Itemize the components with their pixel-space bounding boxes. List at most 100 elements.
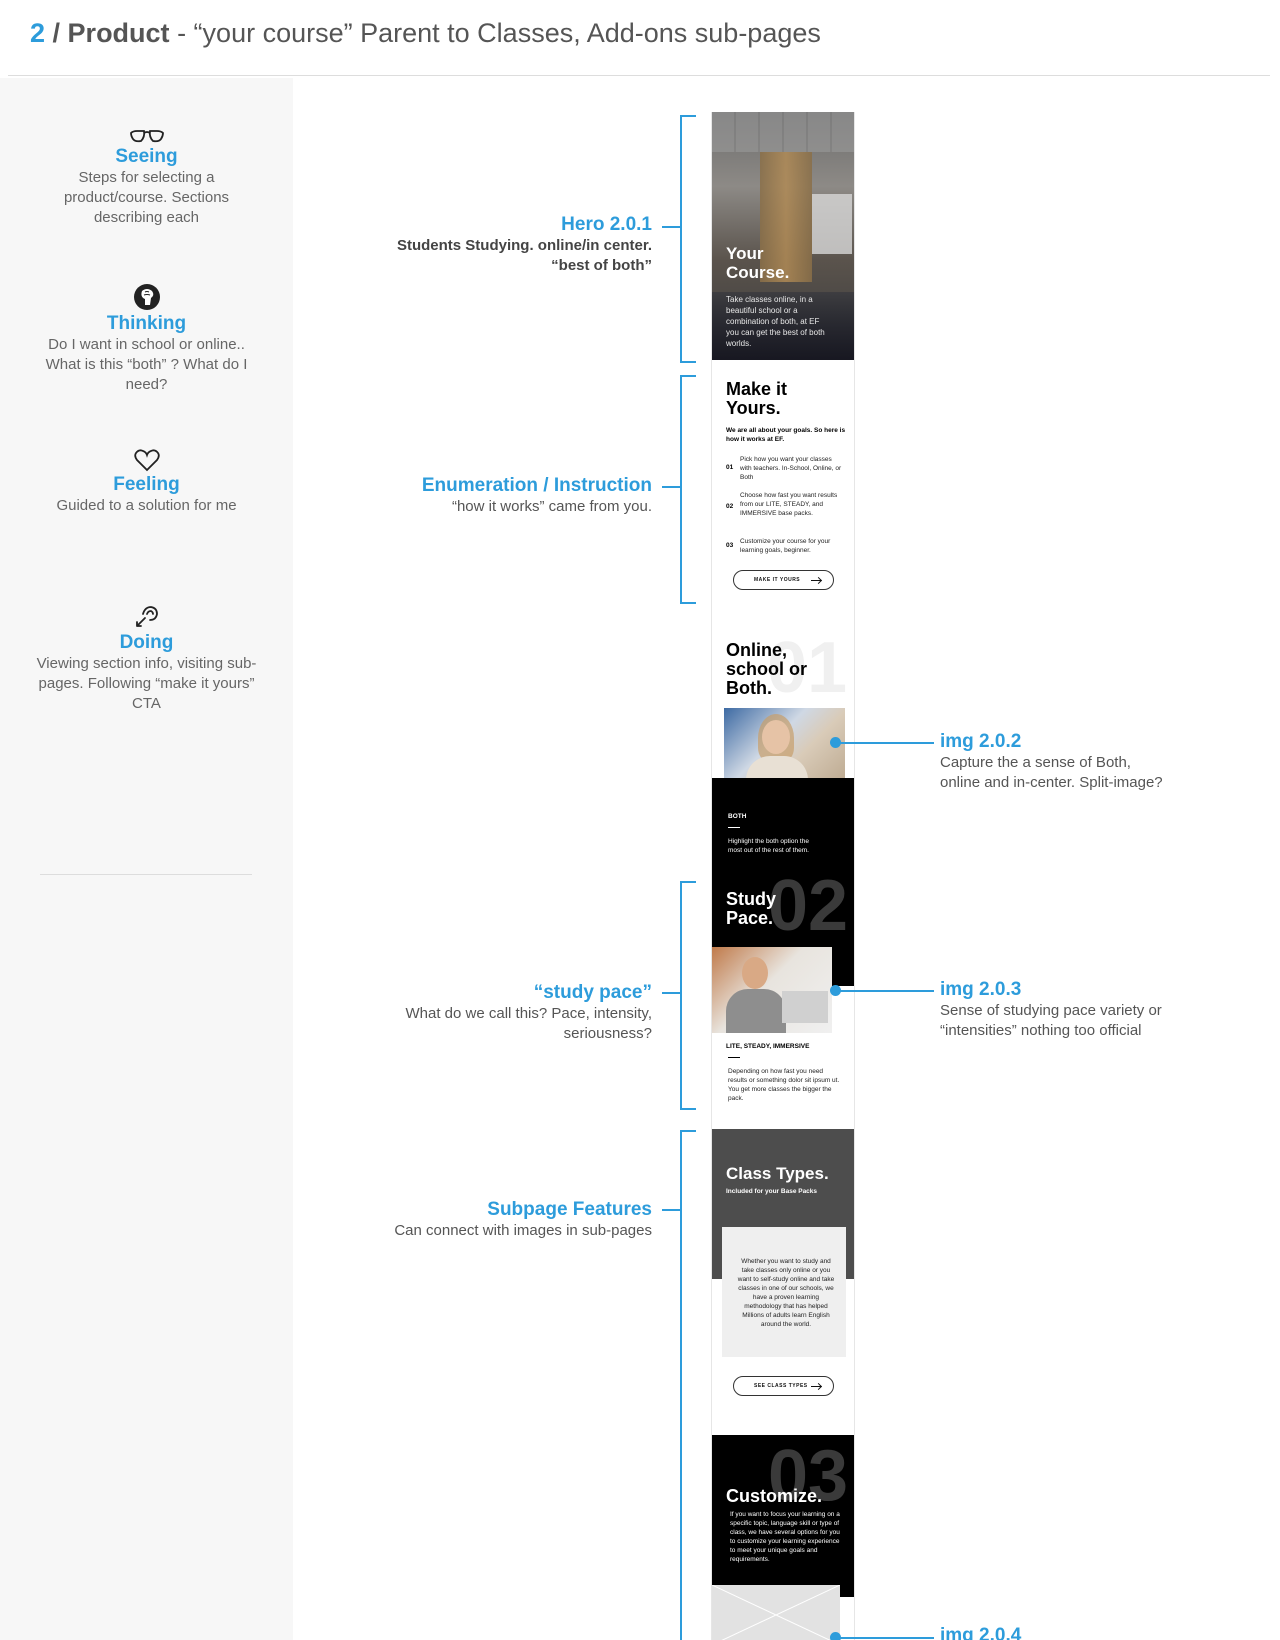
photo-body <box>726 989 786 1033</box>
annotation-img202: img 2.0.2 Capture the a sense of Both, o… <box>940 731 1170 793</box>
stage-thinking: Thinking Do I want in school or online..… <box>10 283 283 395</box>
stage-title: Doing <box>119 632 174 653</box>
step-text: Pick how you want your classes with teac… <box>740 456 842 481</box>
bracket-tick <box>662 486 680 488</box>
bracket-tick <box>662 1209 680 1211</box>
annotation-description: What do we call this? Pace, intensity, s… <box>405 1005 652 1042</box>
annotation-title: img 2.0.4 <box>940 1625 1022 1640</box>
section-subtitle: - “your course” Parent to Classes, Add-o… <box>169 18 821 48</box>
connector-line-img204 <box>838 1637 934 1639</box>
man-with-laptop-image <box>712 947 832 1033</box>
photo-laptop <box>782 991 828 1023</box>
pace-underline <box>728 1057 740 1058</box>
connector-dot <box>830 737 841 748</box>
annotation-title: img 2.0.3 <box>940 979 1022 1000</box>
annotation-pace: “study pace” What do we call this? Pace,… <box>372 982 652 1044</box>
page-title: 2 / Product - “your course” Parent to Cl… <box>30 18 821 49</box>
hero-ceiling <box>712 112 854 152</box>
stage-seeing: Seeing Steps for selecting a product/cou… <box>10 128 283 228</box>
hero-text: Take classes online, in a beautiful scho… <box>726 295 825 348</box>
photo-face <box>742 957 768 989</box>
make-it-yours-subtitle: We are all about your goals. So here is … <box>726 427 846 443</box>
bracket-subpage <box>680 1130 696 1640</box>
class-types-title: Class Types. <box>726 1164 829 1183</box>
annotation-title: img 2.0.2 <box>940 731 1022 752</box>
page-header: 2 / Product - “your course” Parent to Cl… <box>0 0 1280 78</box>
annotation-description: Capture the a sense of Both, online and … <box>940 754 1163 791</box>
class-types-subtitle: Included for your Base Packs <box>726 1188 818 1195</box>
pace-label: LITE, STEADY, IMMERSIVE <box>726 1043 810 1050</box>
bracket-enumeration <box>680 375 696 604</box>
annotation-img204: img 2.0.4 <box>940 1625 1170 1640</box>
annotation-description: “how it works” came from you. <box>451 498 652 515</box>
hero-title: Your Course. <box>726 244 790 282</box>
annotation-hero: Hero 2.0.1 Students Studying. online/in … <box>372 214 652 276</box>
annotation-title: Hero 2.0.1 <box>561 214 652 235</box>
heart-icon <box>133 449 160 472</box>
section-number-02: 02 <box>768 866 849 946</box>
step-text: Customize your course for your learning … <box>740 538 831 554</box>
annotation-description: Can connect with images in sub-pages <box>394 1222 652 1239</box>
stage-title: Feeling <box>113 474 180 495</box>
annotation-title: Subpage Features <box>487 1199 652 1220</box>
annotation-description: Sense of studying pace variety or “inten… <box>940 1002 1162 1039</box>
customize-section <box>712 1435 854 1597</box>
hero-whiteboard <box>812 194 852 254</box>
stage-description: Do I want in school or online.. What is … <box>45 336 248 393</box>
annotation-title: “study pace” <box>533 982 652 1003</box>
section-number-01: 01 <box>767 628 848 708</box>
stage-title: Seeing <box>115 146 178 167</box>
stage-description: Steps for selecting a product/course. Se… <box>63 169 230 226</box>
arrow-right-icon <box>811 1386 821 1387</box>
step-text: Choose how fast you want results from ou… <box>740 492 838 517</box>
stage-doing: Doing Viewing section info, visiting sub… <box>10 602 283 714</box>
study-pace-title: Study Pace. <box>726 889 777 928</box>
annotation-subpage: Subpage Features Can connect with images… <box>372 1199 652 1241</box>
make-it-yours-button[interactable]: MAKE IT YOURS <box>733 570 834 590</box>
customize-title: Customize. <box>726 1486 823 1506</box>
section-number: 2 <box>30 18 46 48</box>
make-it-yours-title: Make it Yours. <box>726 379 788 418</box>
see-class-types-button[interactable]: SEE CLASS TYPES <box>733 1376 834 1396</box>
glasses-icon <box>129 130 164 143</box>
both-underline <box>728 827 740 828</box>
both-text: Highlight the both option the most out o… <box>728 838 809 854</box>
customize-text: If you want to focus your learning on a … <box>730 1511 840 1563</box>
header-divider <box>8 75 1270 76</box>
connector-line-img202 <box>838 742 934 744</box>
journey-sidebar: Seeing Steps for selecting a product/cou… <box>0 78 293 1640</box>
button-label: MAKE IT YOURS <box>754 577 801 583</box>
section-number-03: 03 <box>768 1436 849 1516</box>
image-placeholder <box>712 1584 841 1640</box>
class-types-text: Whether you want to study and take class… <box>737 1258 835 1328</box>
hero-image <box>712 112 854 360</box>
online-school-both-title: Online, school or Both. <box>726 640 808 698</box>
connector-line-img203 <box>838 990 934 992</box>
photo-face <box>762 720 790 754</box>
brain-head-icon <box>133 284 160 310</box>
arrow-right-icon <box>811 580 821 581</box>
hero-wall <box>760 152 812 282</box>
bracket-hero <box>680 115 696 363</box>
step-number: 02 <box>726 503 734 510</box>
stage-feeling: Feeling Guided to a solution for me <box>10 448 283 516</box>
bracket-tick <box>662 992 680 994</box>
class-types-card: Whether you want to study and take class… <box>722 1227 846 1357</box>
annotation-enumeration: Enumeration / Instruction “how it works”… <box>372 475 652 517</box>
connector-dot <box>830 1632 841 1640</box>
stage-description: Guided to a solution for me <box>56 497 237 514</box>
bracket-tick <box>662 226 680 228</box>
both-label: BOTH <box>728 813 747 820</box>
connector-dot <box>830 985 841 996</box>
stage-description: Viewing section info, visiting sub-pages… <box>36 655 257 712</box>
pace-text: Depending on how fast you need results o… <box>728 1068 840 1102</box>
annotation-img203: img 2.0.3 Sense of studying pace variety… <box>940 979 1170 1041</box>
annotation-title: Enumeration / Instruction <box>421 475 652 496</box>
bracket-pace <box>680 881 696 1110</box>
button-label: SEE CLASS TYPES <box>754 1383 808 1389</box>
mobile-page-mockup: Your Course. Take classes online, in a b… <box>711 112 855 1640</box>
step-number: 03 <box>726 542 734 549</box>
pointing-hand-icon <box>135 606 158 627</box>
sidebar-divider <box>40 874 252 875</box>
hero-desks <box>712 292 854 360</box>
